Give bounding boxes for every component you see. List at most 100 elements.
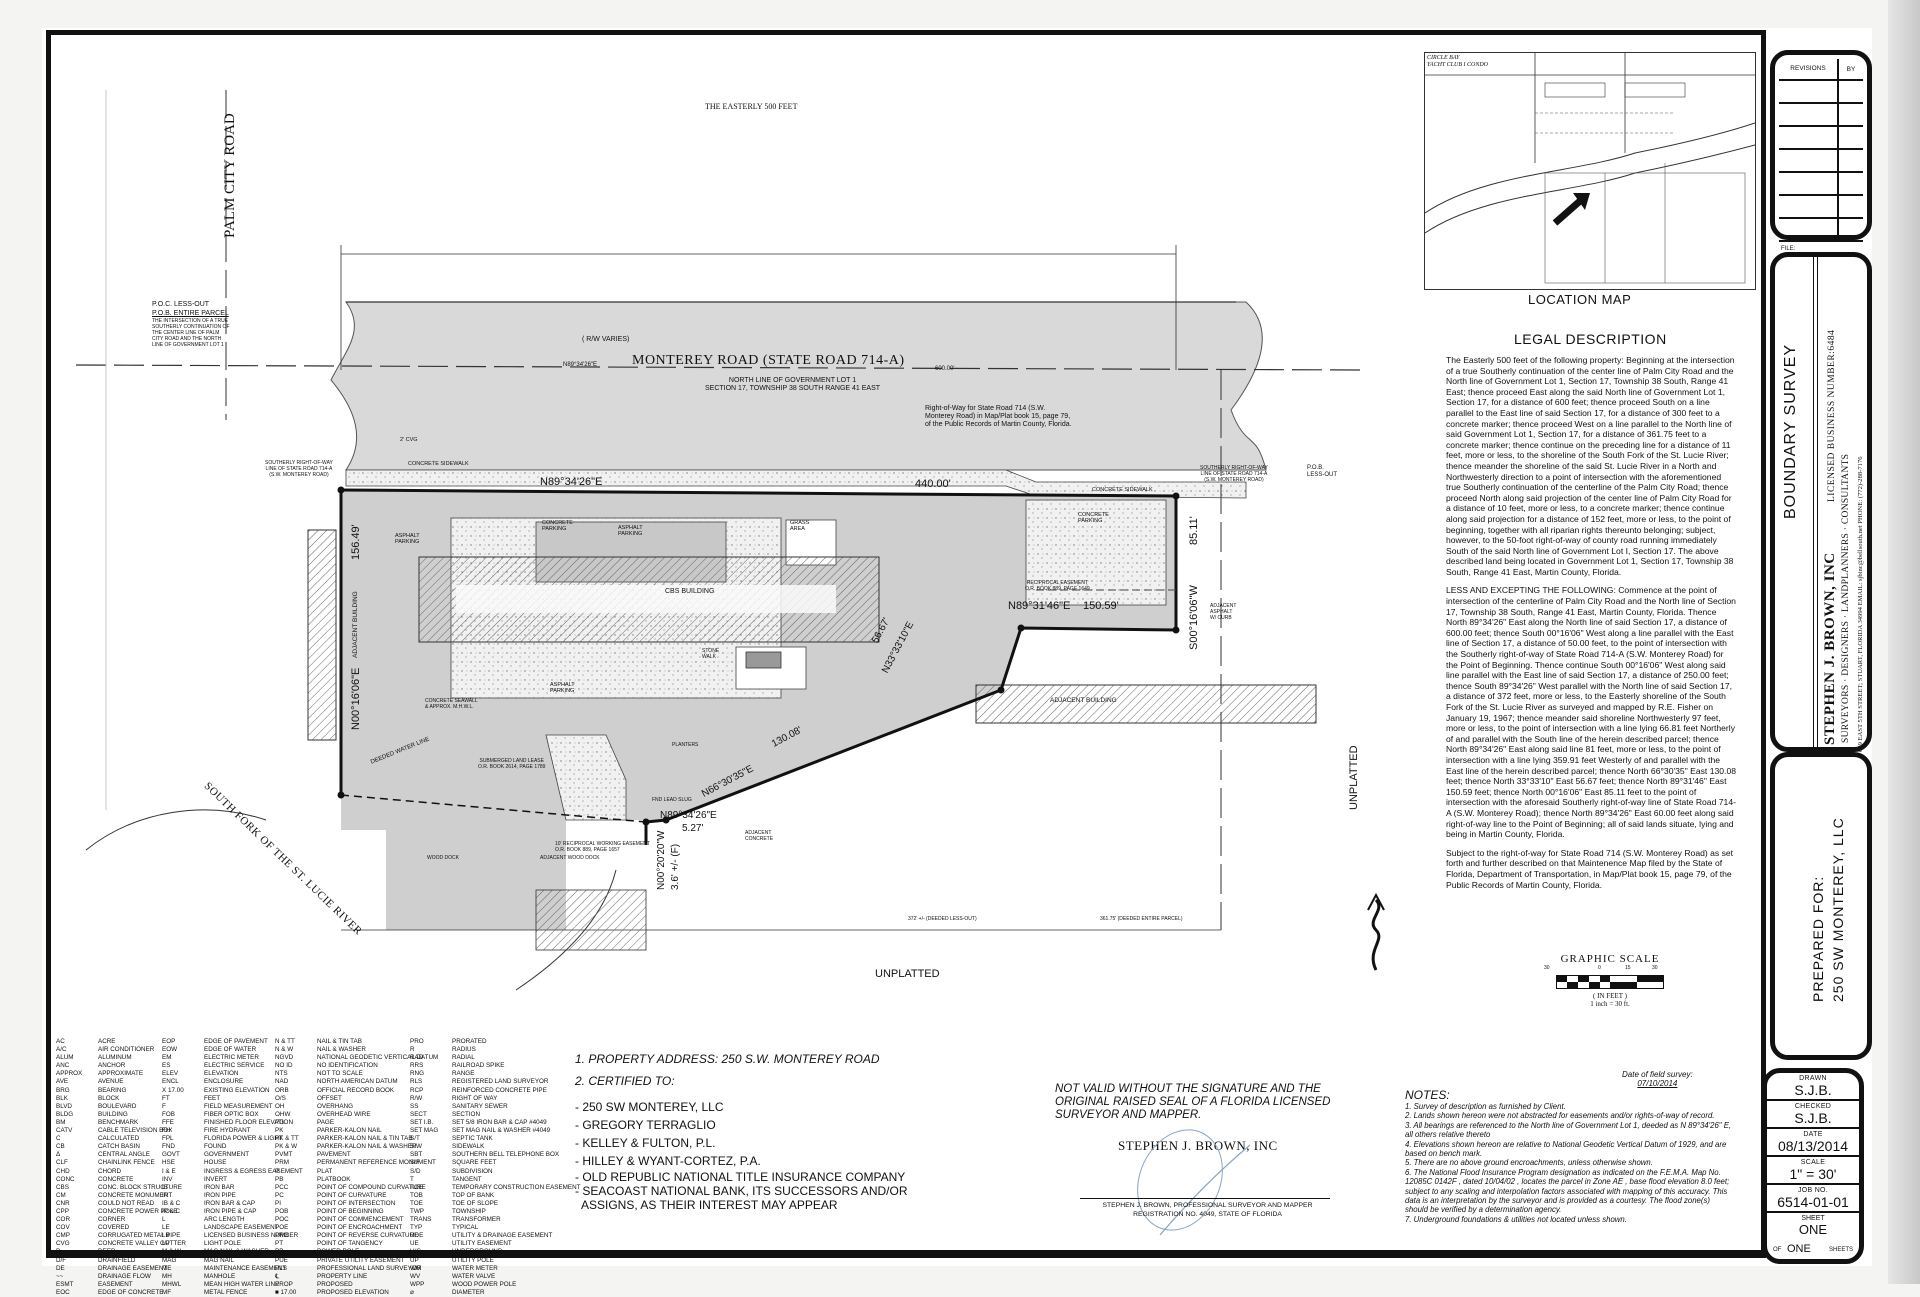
abbreviation-code: MF (162, 1288, 172, 1296)
property-address: 1. PROPERTY ADDRESS: 250 S.W. MONTEREY R… (575, 1052, 880, 1066)
of-value: ONE (1787, 1243, 1811, 1255)
abbreviation-code: IP (162, 1191, 168, 1199)
abbreviation-code: CVG (56, 1240, 70, 1248)
abbreviation-code: PUE (275, 1256, 288, 1264)
abbreviation-meaning: PARKER-KALON NAIL (317, 1127, 382, 1135)
abbreviation-meaning: IRON PIPE & CAP (204, 1207, 257, 1215)
graphic-scale: GRAPHIC SCALE 30 0 15 30 ( IN FEET ) 1 i… (1540, 953, 1680, 1008)
planters-label: PLANTERS (672, 742, 699, 748)
notes-list: 1. Survey of description as furnished by… (1405, 1102, 1735, 1224)
abbreviation-meaning: ENCLOSURE (204, 1078, 244, 1086)
abbreviation-meaning: CONCRETE POWER POLE (98, 1207, 178, 1215)
abbreviation-code: FH (162, 1127, 171, 1135)
adjacent-building-east-label: ADJACENT BUILDING (1050, 697, 1117, 704)
abbreviation-meaning: ELECTRIC SERVICE (204, 1062, 265, 1070)
abbreviation-meaning: ELEVATION (204, 1070, 239, 1078)
abbreviation-meaning: CORRUGATED METAL PIPE (98, 1232, 181, 1240)
abbreviation-code: OHW (275, 1110, 291, 1118)
revision-row[interactable] (1779, 81, 1863, 104)
revision-row[interactable] (1779, 104, 1863, 127)
abbreviation-code: R (410, 1046, 415, 1054)
abbreviation-code: TCE (410, 1183, 423, 1191)
abbreviation-meaning: EDGE OF PAVEMENT (204, 1038, 268, 1045)
abbreviation-meaning: NOT TO SCALE (317, 1070, 363, 1078)
abbreviation-code: NTS (275, 1070, 288, 1078)
abbreviation-meaning: ELECTRIC METER (204, 1054, 259, 1062)
prepared-for-block: PREPARED FOR: 250 SW MONTEREY, LLC (1770, 752, 1872, 1060)
revision-row[interactable] (1779, 196, 1863, 219)
abbreviation-row: PK PARKER-KALON NAIL (275, 1127, 438, 1135)
abbreviation-code: PRM (275, 1159, 289, 1167)
revisions-block: REVISIONS BY FILE: (1770, 50, 1872, 252)
abbreviation-meaning: CALCULATED (98, 1135, 140, 1143)
revision-row[interactable] (1779, 150, 1863, 173)
abbreviation-code: I & E (162, 1167, 176, 1175)
abbreviation-meaning: FIBER OPTIC BOX (204, 1110, 259, 1118)
abbreviation-meaning: TEMPORARY CONSTRUCTION EASEMENT (452, 1183, 581, 1191)
abbreviation-code: WM (410, 1264, 422, 1272)
abbreviation-code: RLS (410, 1078, 423, 1086)
abbreviation-meaning: INVERT (204, 1175, 227, 1183)
abbreviation-code: D/F (56, 1256, 67, 1264)
revision-row[interactable] (1779, 127, 1863, 150)
abbreviation-code: ES (162, 1062, 171, 1070)
abbreviation-meaning: BEARING (98, 1086, 127, 1094)
abbreviation-meaning: LANDSCAPE EASEMENT (204, 1224, 279, 1232)
certified-party: ASSIGNS, AS THEIR INTEREST MAY APPEAR (575, 1198, 838, 1212)
abbreviation-code: PK (275, 1127, 284, 1135)
abbreviation-code: AVE (56, 1078, 69, 1086)
abbreviation-meaning: FEET (204, 1094, 221, 1102)
abbreviation-code: EOP (162, 1038, 176, 1045)
abbreviation-meaning: SECTION (452, 1110, 480, 1118)
abbreviation-code: DE (56, 1264, 65, 1272)
abbreviation-code: UE (410, 1240, 419, 1248)
abbreviation-meaning: SOUTHERN BELL TELEPHONE BOX (452, 1151, 560, 1159)
abbreviation-code: S/F (410, 1159, 420, 1167)
file-label: FILE: (1781, 246, 1796, 252)
abbreviation-code: LB (162, 1232, 170, 1240)
abbreviation-meaning: ARC LENGTH (204, 1216, 245, 1224)
location-map-title: LOCATION MAP (1528, 292, 1632, 307)
abbreviation-meaning: PROFESSIONAL LAND SURVEYOR (317, 1264, 422, 1272)
abbreviation-meaning: TANGENT (452, 1175, 482, 1183)
revision-row[interactable] (1779, 173, 1863, 196)
abbreviation-meaning: SANITARY SEWER (452, 1102, 508, 1110)
monterey-road (330, 301, 1267, 471)
abbreviation-meaning: PROPERTY LINE (317, 1272, 368, 1280)
abbreviation-row: NTS NOT TO SCALE (275, 1070, 438, 1078)
abbreviation-meaning: TOWNSHIP (452, 1207, 486, 1215)
abbreviation-code: PB (275, 1175, 284, 1183)
certified-party: - GREGORY TERRAGLIO (575, 1118, 716, 1132)
abbreviation-code: POC (275, 1216, 289, 1224)
abbreviation-meaning: ALUMINUM (98, 1054, 132, 1062)
revision-row[interactable] (1779, 219, 1863, 242)
